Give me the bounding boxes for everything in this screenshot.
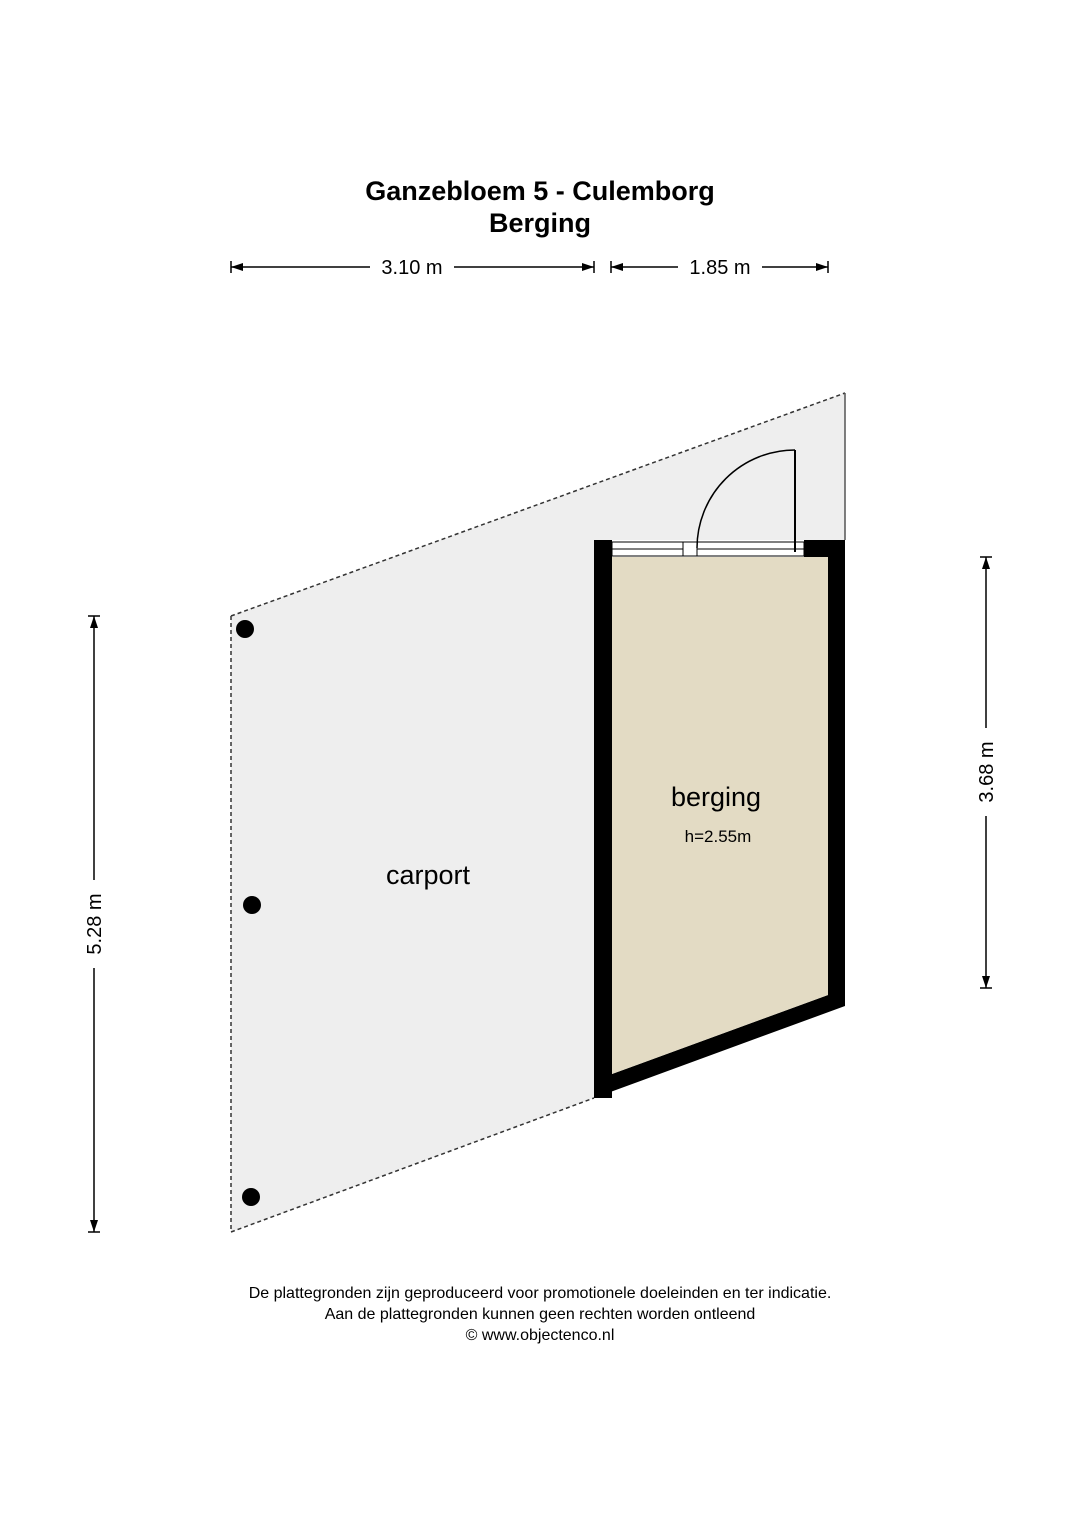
berging-floor [612,557,828,1074]
copyright: © www.objectenco.nl [465,1327,615,1344]
disclaimer-line: De plattegronden zijn geproduceerd voor … [248,1285,832,1302]
column [242,1188,260,1206]
carport-area [231,393,845,1232]
carport-label: carport [386,860,471,890]
disclaimer: De plattegronden zijn geproduceerd voor … [0,1283,1080,1346]
carport-outline [230,392,846,1234]
column [236,620,254,638]
dimension-left [88,615,100,1233]
plan-subtitle: Berging [488,208,591,238]
berging-height: h=2.55m [685,827,752,846]
dimension-left-label: 5.28 m [84,893,106,954]
dimension-top-left [230,261,595,273]
door-swing-arc [696,449,796,549]
berging-label: berging [671,782,761,812]
dimension-right-label: 3.68 m [976,741,998,802]
column [243,896,261,914]
dimension-top-left-label: 3.10 m [381,257,442,279]
disclaimer-line: Aan de plattegronden kunnen geen rechten… [324,1306,756,1323]
plan-title: Ganzebloem 5 - Culemborg [365,176,715,206]
door-jamb [682,541,698,557]
dimension-top-right [610,261,829,273]
dimension-top-right-label: 1.85 m [689,257,750,279]
dimension-right [980,556,992,989]
